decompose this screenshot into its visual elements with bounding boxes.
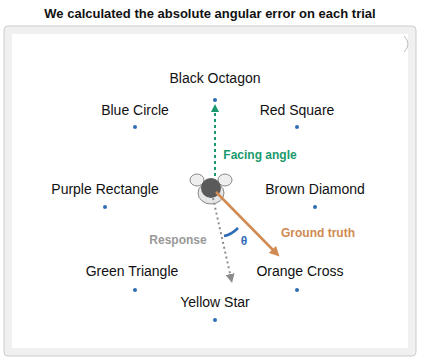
- landmark-label: Purple Rectangle: [51, 181, 158, 197]
- response-arrow: [213, 198, 231, 278]
- landmark-label: Green Triangle: [86, 263, 179, 279]
- edge-mark: [404, 36, 408, 52]
- arrow-label: Ground truth: [281, 226, 355, 240]
- facing-arrow: [214, 108, 216, 176]
- landmark-label: Red Square: [260, 102, 335, 118]
- landmark-label: Brown Diamond: [265, 181, 365, 197]
- landmark-label: Black Octagon: [169, 70, 260, 86]
- panel: [4, 26, 416, 356]
- arrow-label: Response: [149, 233, 206, 247]
- landmark-label: Yellow Star: [180, 294, 250, 310]
- figure-title: We calculated the absolute angular error…: [44, 6, 375, 21]
- truth-arrow: [216, 192, 276, 253]
- landmark-dots: [103, 98, 317, 322]
- arena: [12, 34, 408, 348]
- landmark-label: Blue Circle: [101, 102, 169, 118]
- arrow-label: Facing angle: [223, 148, 296, 162]
- angle-arc: [224, 228, 238, 236]
- angle-symbol: θ: [241, 234, 248, 248]
- mouse-icon: [190, 174, 232, 204]
- landmark-label: Orange Cross: [256, 263, 343, 279]
